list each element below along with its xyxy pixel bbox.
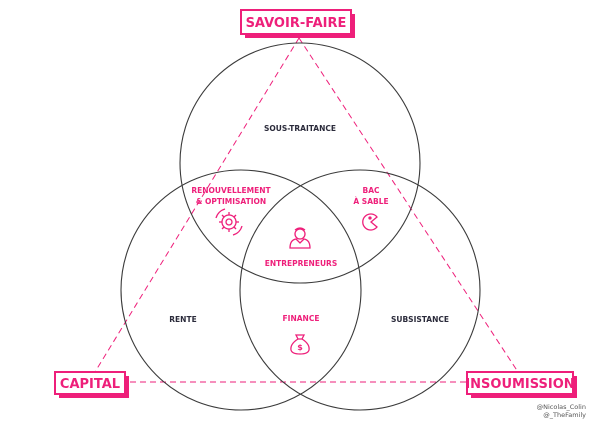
pacman-icon — [362, 213, 378, 231]
label-finance: FINANCE — [283, 314, 320, 323]
tag-savoir-faire-label: SAVOIR-FAIRE — [246, 16, 347, 31]
credit-nicolas-colin: @Nicolas_Colin — [536, 403, 586, 411]
gear-icon — [215, 208, 243, 236]
tag-savoir-faire: SAVOIR-FAIRE — [240, 9, 355, 38]
label-entrepreneurs: ENTREPRENEURS — [265, 259, 337, 268]
circle-capital — [120, 169, 362, 411]
circle-insoumission — [239, 169, 481, 411]
label-subsistance: SUBSISTANCE — [391, 315, 449, 324]
circle-savoir-faire — [179, 42, 421, 284]
tag-insoumission-box — [466, 371, 574, 395]
label-rente: RENTE — [169, 315, 196, 324]
credit-thefamily: @_TheFamily — [543, 411, 586, 419]
label-bac: BAC — [362, 186, 380, 195]
person-icon — [289, 227, 311, 249]
money-bag-icon: $ — [290, 334, 310, 355]
label-optimisation: & OPTIMISATION — [196, 197, 266, 206]
label-sous-traitance: SOUS-TRAITANCE — [264, 124, 336, 133]
triangle-edge-right — [298, 37, 519, 373]
label-a-sable: À SABLE — [353, 197, 388, 206]
tag-insoumission: INSOUMISSION — [465, 371, 577, 398]
label-renouvellement: RENOUVELLEMENT — [191, 186, 271, 195]
tag-insoumission-label: INSOUMISSION — [465, 377, 574, 392]
tag-capital: CAPITAL — [54, 371, 129, 398]
tag-capital-label: CAPITAL — [60, 377, 120, 392]
svg-text:$: $ — [297, 343, 303, 352]
triangle-edge-left — [94, 37, 300, 373]
tag-capital-box — [54, 371, 126, 395]
dashed-triangle — [94, 37, 519, 383]
tag-savoir-faire-box — [240, 9, 352, 35]
